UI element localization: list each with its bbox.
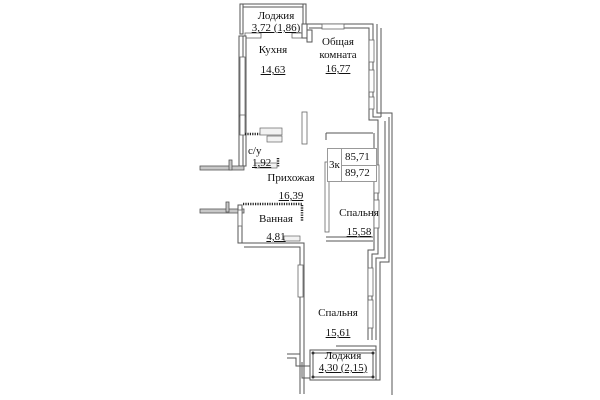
hallway-label: Прихожая 16,39 — [266, 172, 316, 202]
loggia-bottom-walls — [287, 345, 377, 381]
bedroom-1-label: Спальня 15,58 — [334, 207, 384, 238]
room-name: Ванная — [259, 213, 293, 225]
room-area: 14,63 — [260, 64, 286, 76]
room-area: 16,77 — [325, 63, 351, 75]
room-name: Лоджия — [324, 350, 362, 362]
room-area: 15,61 — [325, 327, 351, 339]
loggia-bottom-label: Лоджия 4,30 (2,15) — [313, 350, 373, 374]
room-name-line2: комната — [319, 49, 357, 61]
central-partitions — [324, 132, 373, 242]
total-area-with-loggias: 89,72 — [345, 167, 370, 179]
room-area: 1,92 — [252, 157, 272, 169]
room-name-line1: Общая — [322, 36, 354, 48]
room-name: с/у — [248, 145, 262, 157]
room-name: Прихожая — [267, 172, 315, 184]
apartment-summary-box: 3к 85,71 89,72 — [327, 148, 377, 182]
room-name: Лоджия — [257, 10, 295, 22]
room-area: 4,30 (2,15) — [318, 362, 368, 374]
bedroom-2-label: Спальня 15,61 — [313, 307, 363, 339]
room-name: Спальня — [339, 207, 379, 219]
right-wall-upper — [368, 24, 393, 395]
room-name: Спальня — [318, 307, 358, 319]
room-area: 16,39 — [278, 190, 304, 202]
bathroom-label: Ванная 4,81 — [256, 213, 296, 243]
wc-label: с/у 1,92 — [248, 145, 282, 169]
summary-divider-horizontal — [341, 165, 376, 166]
apartment-type: 3к — [329, 159, 340, 171]
room-area: 15,58 — [346, 226, 372, 238]
room-name: Кухня — [258, 44, 288, 56]
kitchen-label: Кухня 14,63 — [253, 44, 293, 76]
room-area: 4,81 — [266, 231, 286, 243]
loggia-top-label: Лоджия 3,72 (1,86) — [248, 10, 304, 34]
left-lower-wall — [199, 159, 305, 394]
door-openings — [254, 127, 301, 242]
room-area: 3,72 (1,86) — [251, 22, 301, 34]
living-room-label: Общая комната 16,77 — [313, 36, 363, 75]
kitchen-left-wall — [238, 35, 247, 167]
total-area: 85,71 — [345, 151, 370, 163]
